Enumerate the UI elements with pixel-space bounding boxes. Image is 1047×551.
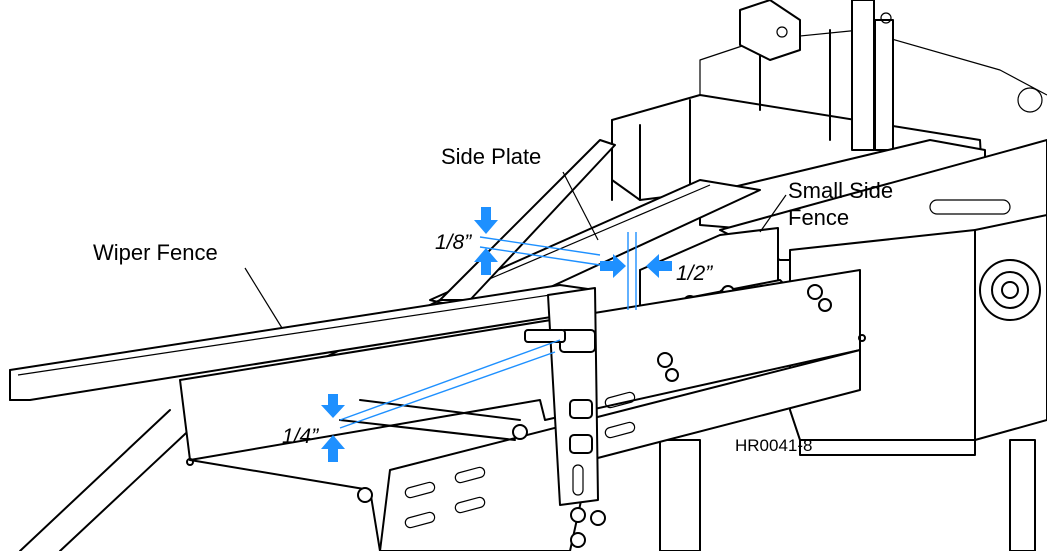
dimension-lines — [339, 232, 637, 429]
leader-lines — [244, 171, 787, 329]
drawing-code: HR0041-8 — [735, 436, 813, 455]
dimension-arrow-half-right — [646, 254, 672, 278]
label-side-plate: Side Plate — [441, 144, 542, 169]
vertical-bracket — [524, 287, 606, 548]
dimension-arrow-half-left — [600, 254, 626, 278]
label-small-side-fence-line2: Fence — [788, 205, 850, 230]
label-small-side-fence-line1: Small Side — [788, 178, 894, 203]
dimension-half-inch: 1/2” — [676, 262, 713, 285]
dimension-arrow-quarter-bottom — [321, 435, 345, 462]
label-wiper-fence: Wiper Fence — [93, 240, 218, 265]
dimension-quarter-inch: 1/4” — [282, 425, 319, 448]
dimension-arrow-eighth-bottom — [474, 248, 498, 275]
dimension-arrow-quarter-top — [321, 394, 345, 418]
dimension-eighth-inch: 1/8” — [435, 231, 472, 254]
top-hinge — [739, 0, 1043, 113]
top-plate — [699, 139, 1047, 261]
dimension-arrow-eighth-top — [474, 207, 498, 234]
